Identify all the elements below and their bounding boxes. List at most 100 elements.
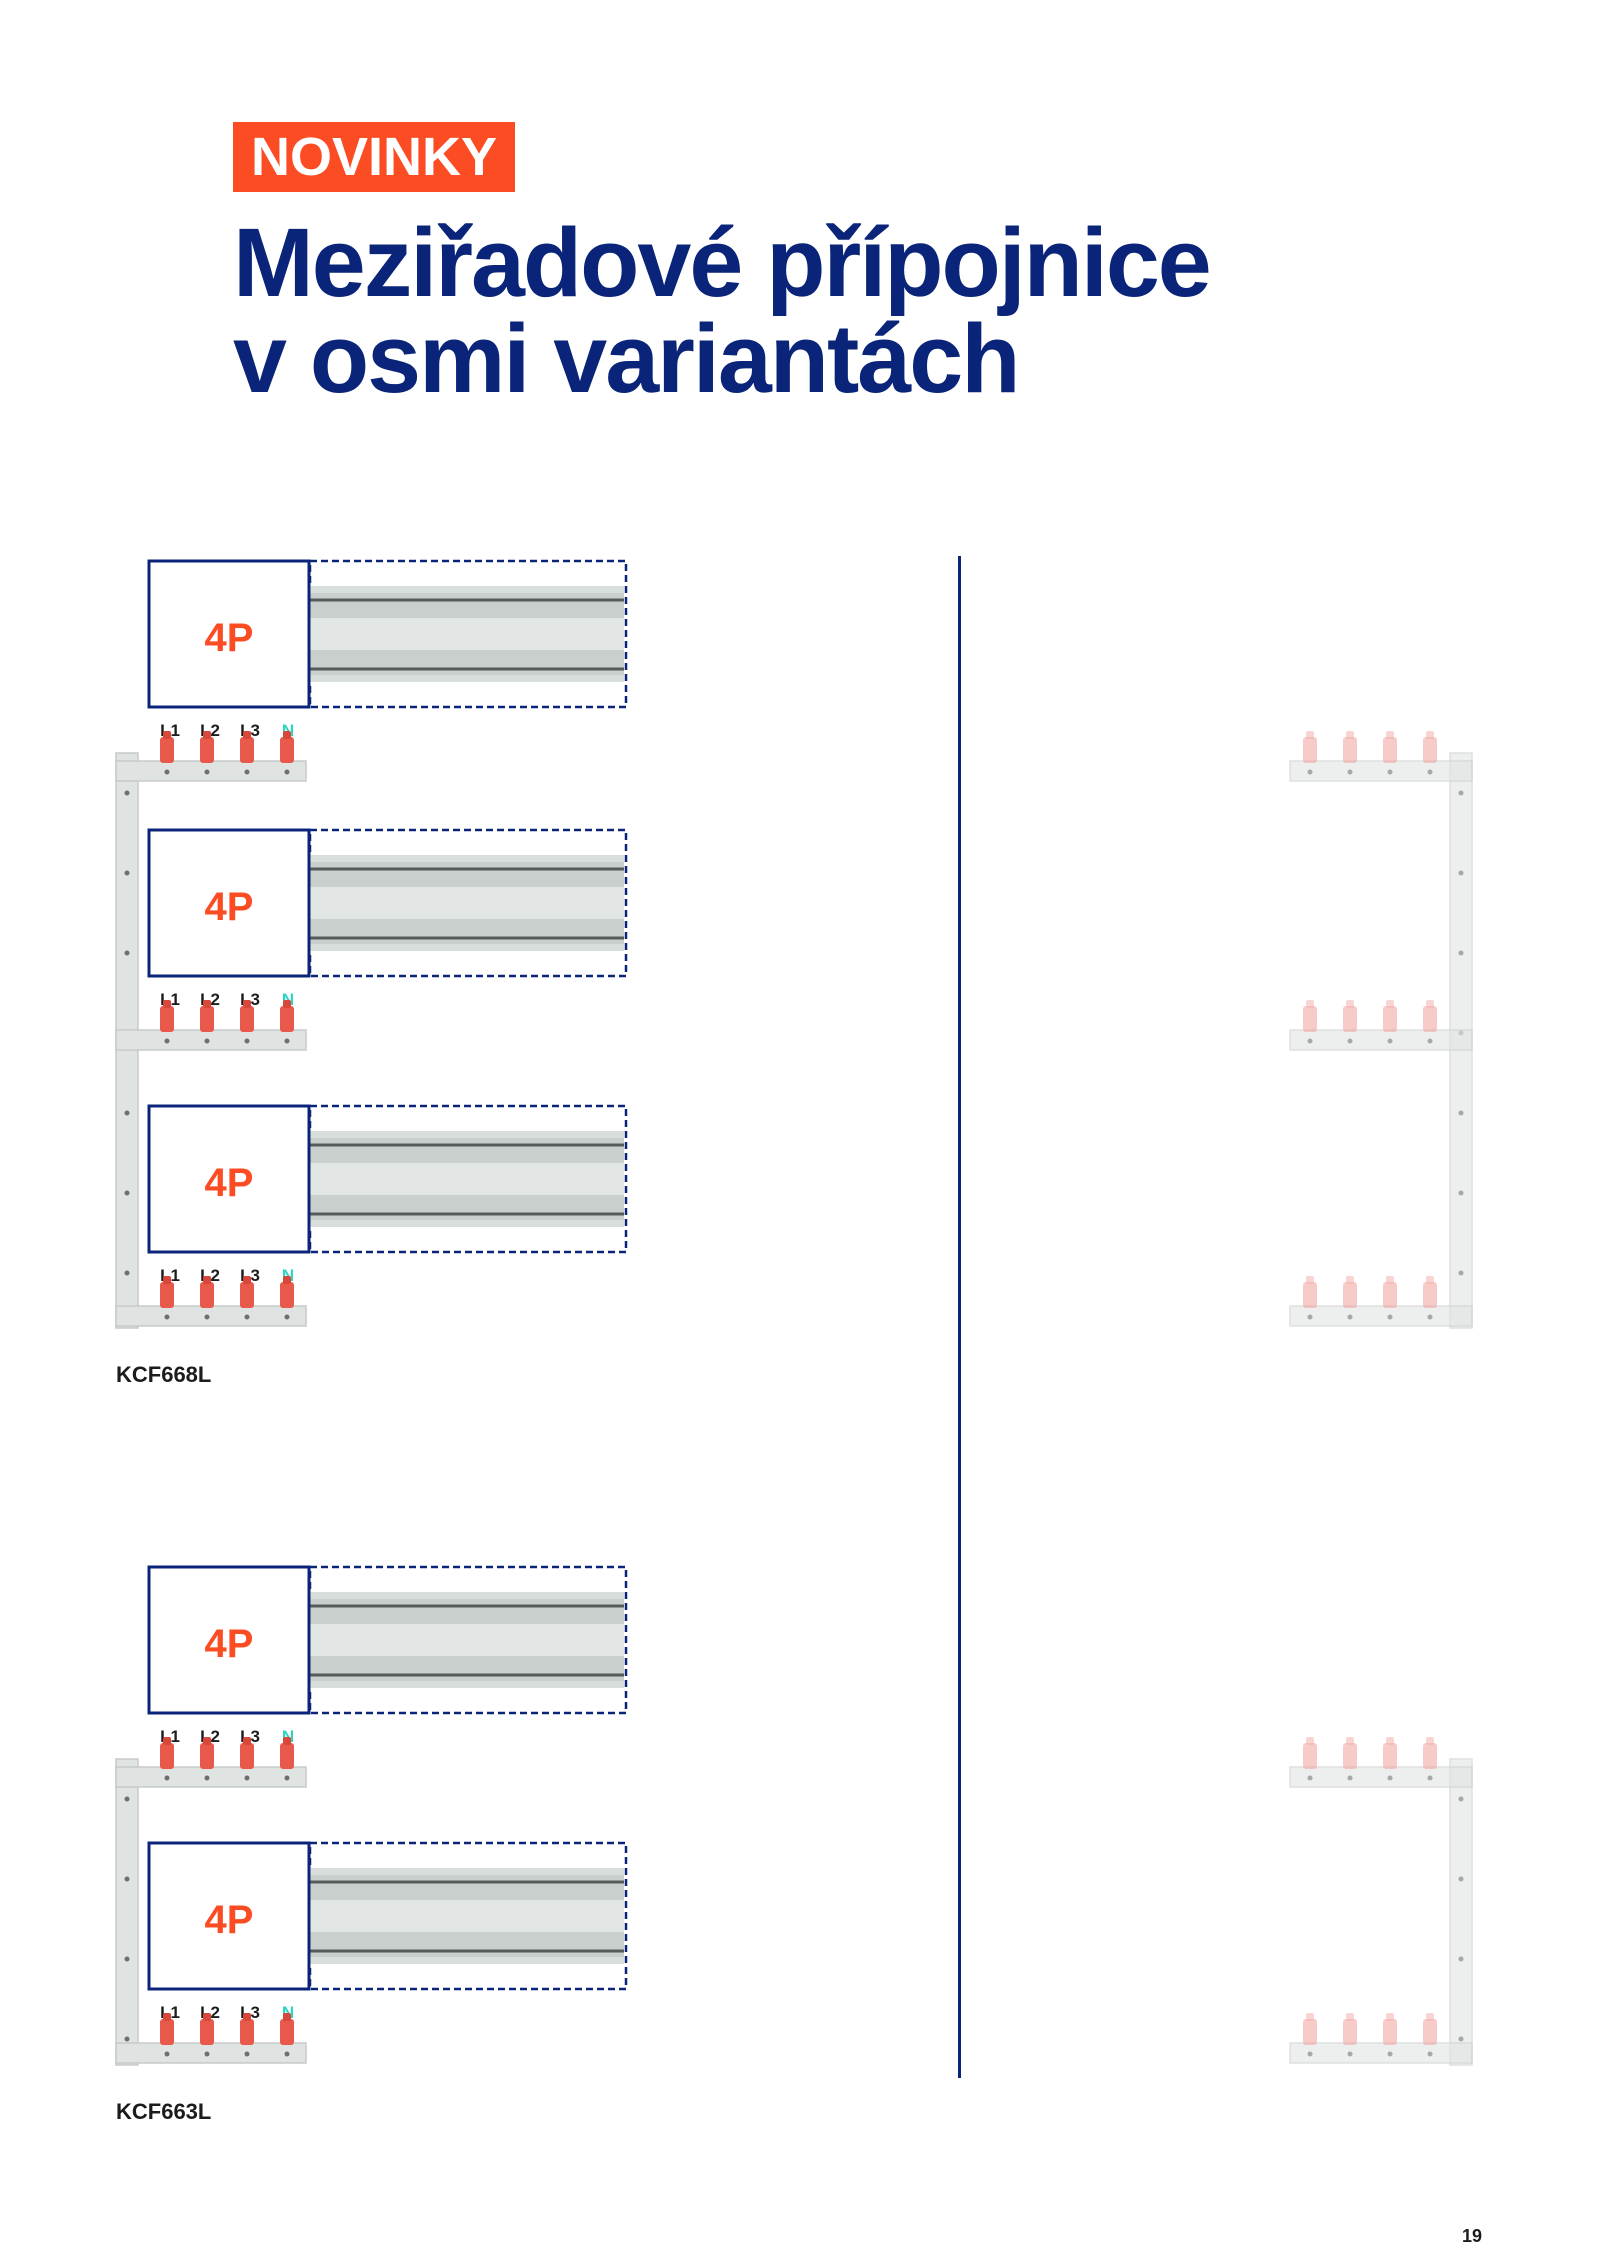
s0-m0-left-busbar-screw-3	[244, 769, 250, 775]
s0-m1-right-busbar-connector-cap-2	[1346, 1000, 1354, 1008]
s0-m0-right-busbar-connector-4	[1423, 737, 1437, 763]
s0-m1-right-busbar-connector-3	[1383, 1006, 1397, 1032]
s0-m2-module-box	[147, 1104, 311, 1254]
s0-m1-right-busbar-connector-cap-1	[1306, 1000, 1314, 1008]
s0-m0-right-busbar-screw-4	[1427, 769, 1433, 775]
s0-m2-right-busbar-connector-cap-2	[1346, 1276, 1354, 1284]
s0-m0-right-busbar-screw-3	[1387, 769, 1393, 775]
s1-m1-left-busbar-connector-cap-4	[283, 2013, 291, 2021]
s1-m0-rail-top-band	[310, 1599, 624, 1625]
s1-m1-right-busbar-screw-3	[1387, 2051, 1393, 2057]
s0-m0-left-busbar-connector-4	[280, 737, 294, 763]
s0-m0-left-busbar-screw-4	[284, 769, 290, 775]
s0-m1-left-busbar-connector-cap-2	[203, 1000, 211, 1008]
s1-m0-left-busbar-connector-cap-4	[283, 1737, 291, 1745]
s0-m2-right-busbar-connector-4	[1423, 1282, 1437, 1308]
s0-m2-right-busbar-screw-2	[1347, 1314, 1353, 1320]
s1-m1-right-busbar-screw-2	[1347, 2051, 1353, 2057]
s0-m1-left-busbar-connector-cap-3	[243, 1000, 251, 1008]
s0-left-vertical-rail-hole	[124, 1190, 130, 1196]
s0-right-vertical-rail-hole	[1458, 1110, 1464, 1116]
s1-m0-right-busbar-screw-4	[1427, 1775, 1433, 1781]
s1-left-vertical-rail-hole	[124, 1956, 130, 1962]
s1-m1-left-busbar-connector-2	[200, 2019, 214, 2045]
s1-m0-right-busbar-connector-cap-4	[1426, 1737, 1434, 1745]
s0-m2-left-busbar-bar	[115, 1305, 307, 1327]
s0-m0-right-busbar-connector-3	[1383, 737, 1397, 763]
s0-m1-right-busbar-screw-2	[1347, 1038, 1353, 1044]
s0-m1-right-busbar-screw-1	[1307, 1038, 1313, 1044]
s0-right-vertical-rail-hole	[1458, 950, 1464, 956]
s1-m0-right-busbar-connector-cap-3	[1386, 1737, 1394, 1745]
s1-m0-rail-mid	[310, 1624, 624, 1656]
s0-m0-right-busbar-screw-2	[1347, 769, 1353, 775]
s1-m0-right-busbar-connector-3	[1383, 1743, 1397, 1769]
s1-m1-right-busbar-bar	[1289, 2042, 1473, 2064]
s0-m2-right-busbar-connector-2	[1343, 1282, 1357, 1308]
s0-right-vertical-rail-hole	[1458, 1190, 1464, 1196]
s0-m1-left-busbar-bar	[115, 1029, 307, 1051]
s0-m0-left-busbar-connector-cap-4	[283, 731, 291, 739]
s1-m1-right-busbar-screw-4	[1427, 2051, 1433, 2057]
s0-m1-module-box	[147, 828, 311, 978]
s0-m2-left-busbar-connector-3	[240, 1282, 254, 1308]
s0-m0-left-busbar-connector-cap-1	[163, 731, 171, 739]
s1-m1-left-busbar-connector-cap-1	[163, 2013, 171, 2021]
s1-m0-right-busbar-connector-cap-2	[1346, 1737, 1354, 1745]
s0-m0-left-busbar-connector-cap-2	[203, 731, 211, 739]
s0-m1-rail-mid	[310, 887, 624, 919]
s1-m0-left-busbar-connector-4	[280, 1743, 294, 1769]
s0-m2-right-busbar-screw-1	[1307, 1314, 1313, 1320]
s1-m0-module-box	[147, 1565, 311, 1715]
s1-right-vertical-rail-hole	[1458, 1876, 1464, 1882]
s0-m1-right-busbar-connector-4	[1423, 1006, 1437, 1032]
s0-m2-right-busbar-screw-3	[1387, 1314, 1393, 1320]
s0-left-vertical-rail-hole	[124, 790, 130, 796]
s1-m0-left-busbar-screw-1	[164, 1775, 170, 1781]
product-code-kcf663l: KCF663L	[116, 2099, 212, 2124]
s1-m0-left-busbar-screw-4	[284, 1775, 290, 1781]
s1-m0-right-busbar-screw-1	[1307, 1775, 1313, 1781]
s1-m0-left-busbar-connector-1	[160, 1743, 174, 1769]
s0-m0-module-label: 4P	[205, 616, 254, 660]
s1-m1-right-busbar-connector-cap-1	[1306, 2013, 1314, 2021]
s0-m2-left-busbar-connector-cap-1	[163, 1276, 171, 1284]
s0-m1-rail-bottom-band	[310, 918, 624, 944]
page-title-line-2: v osmi variantách	[233, 304, 1020, 413]
s0-m2-left-busbar-screw-3	[244, 1314, 250, 1320]
s0-left-vertical-rail-hole	[124, 1270, 130, 1276]
s1-m0-left-busbar-bar	[115, 1766, 307, 1788]
s0-m2-rail-top-band	[310, 1138, 624, 1164]
s0-m0-right-busbar-screw-1	[1307, 769, 1313, 775]
s1-right-vertical-rail	[1449, 1758, 1473, 2066]
s1-m0-module-label: 4P	[205, 1622, 254, 1666]
s0-m0-left-busbar-connector-1	[160, 737, 174, 763]
s0-m0-right-busbar-connector-cap-4	[1426, 731, 1434, 739]
s0-m1-rail-top-band	[310, 862, 624, 888]
s0-right-vertical-rail-hole	[1458, 1270, 1464, 1276]
product-code-kcf668l: KCF668L	[116, 1362, 212, 1387]
s0-m0-right-busbar-bar	[1289, 760, 1473, 782]
s0-m2-right-busbar-connector-cap-3	[1386, 1276, 1394, 1284]
s1-m1-left-busbar-bar	[115, 2042, 307, 2064]
s0-m1-right-busbar-screw-3	[1387, 1038, 1393, 1044]
s0-m1-right-busbar-bar	[1289, 1029, 1473, 1051]
s0-m1-left-busbar-screw-2	[204, 1038, 210, 1044]
s0-m2-module-label: 4P	[205, 1161, 254, 1205]
s0-m0-right-busbar-connector-1	[1303, 737, 1317, 763]
s1-m1-right-busbar-connector-1	[1303, 2019, 1317, 2045]
s1-m1-module-box	[147, 1841, 311, 1991]
s0-m1-right-busbar-connector-2	[1343, 1006, 1357, 1032]
s0-m2-right-busbar-connector-cap-4	[1426, 1276, 1434, 1284]
s1-m0-rail-bottom-band	[310, 1655, 624, 1681]
s1-m1-rail-mid	[310, 1900, 624, 1932]
s0-m2-left-busbar-screw-1	[164, 1314, 170, 1320]
s0-m2-left-busbar-connector-2	[200, 1282, 214, 1308]
s0-m1-left-busbar-screw-4	[284, 1038, 290, 1044]
s0-left-vertical-rail-hole	[124, 1110, 130, 1116]
s0-m2-rail-bottom-band	[310, 1194, 624, 1220]
s0-m0-left-busbar-bar	[115, 760, 307, 782]
s0-m1-right-busbar-connector-1	[1303, 1006, 1317, 1032]
s0-m0-left-busbar-connector-3	[240, 737, 254, 763]
s1-right-vertical-rail-hole	[1458, 1796, 1464, 1802]
